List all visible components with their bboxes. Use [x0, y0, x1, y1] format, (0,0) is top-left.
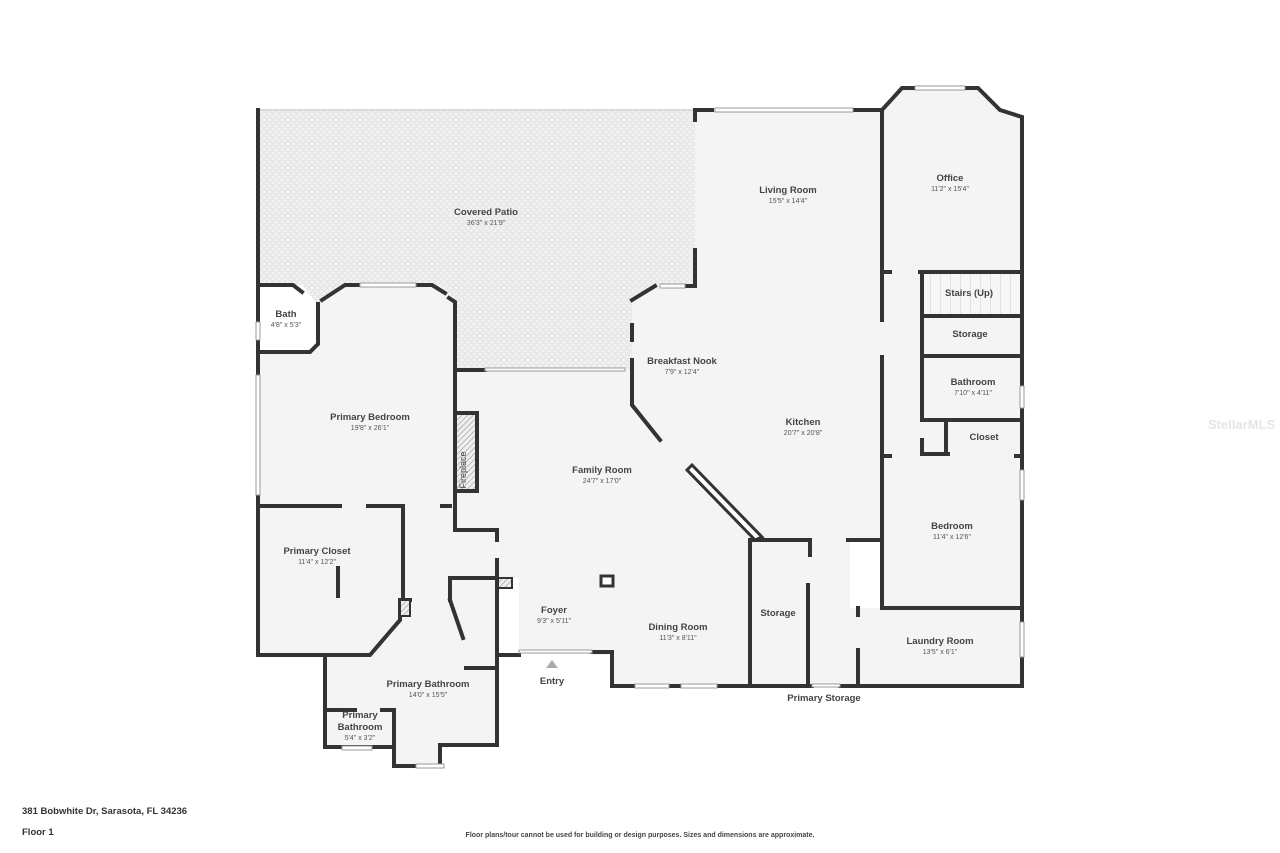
- windows: [255, 85, 1025, 769]
- fireplace: [453, 411, 479, 493]
- entry-arrow-icon: [546, 660, 558, 668]
- fireplace-label: Fireplace: [458, 451, 468, 489]
- entry-label: Entry: [539, 676, 565, 687]
- disclaimer: Floor plans/tour cannot be used for buil…: [465, 832, 815, 839]
- property-address: 381 Bobwhite Dr, Sarasota, FL 34236: [22, 806, 188, 817]
- primary-storage-label: Primary Storage: [787, 693, 861, 704]
- walls: [256, 86, 1024, 768]
- watermark: StellarMLS: [1208, 417, 1276, 432]
- floor-label: Floor 1: [22, 827, 54, 838]
- covered-patio-area: [258, 110, 695, 370]
